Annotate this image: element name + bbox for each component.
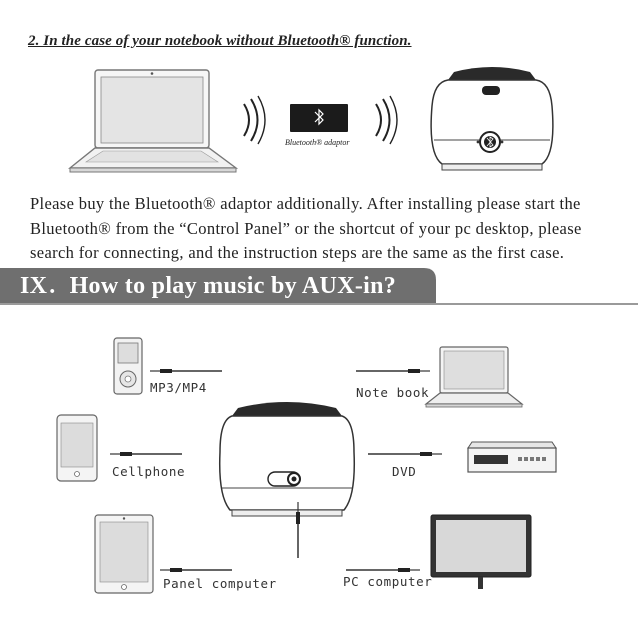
paragraph-line: Bluetooth® from the “Control Panel” or t… [30, 218, 582, 238]
mp3-player-illustration [113, 337, 143, 395]
pc-cable [346, 568, 420, 572]
label-pc: PC computer [343, 574, 433, 589]
laptop-illustration [68, 69, 239, 173]
instruction-paragraph: Please buy the Bluetooth® adaptor additi… [30, 192, 620, 266]
mp3-cable [150, 369, 222, 373]
bluetooth-adaptor [290, 104, 348, 132]
panel-cable [160, 568, 232, 572]
dvd-cable [368, 452, 442, 456]
cellphone-illustration [56, 414, 98, 482]
center-cable [296, 502, 300, 558]
signal-waves-left [243, 95, 266, 145]
section-heading: 2. In the case of your notebook without … [28, 33, 412, 49]
section-number: IX [20, 273, 48, 299]
section-banner [0, 268, 436, 304]
adaptor-label: Bluetooth® adaptor [285, 138, 350, 147]
section-title-text: How to play music by AUX-in? [69, 273, 397, 299]
signal-waves-right [375, 95, 398, 145]
panel-computer-illustration [94, 514, 154, 594]
label-cellphone: Cellphone [112, 464, 186, 479]
notebook-illustration [424, 346, 524, 408]
pc-monitor-illustration [430, 514, 532, 589]
bluetooth-icon [314, 108, 324, 126]
label-panel: Panel computer [163, 576, 277, 591]
section-separator: . [49, 273, 56, 299]
section-title: IX. How to play music by AUX-in? [20, 273, 396, 300]
notebook-cable [356, 369, 430, 373]
label-dvd: DVD [392, 464, 417, 479]
dvd-illustration [467, 441, 557, 473]
section-divider [0, 303, 638, 305]
paragraph-line: Please buy the Bluetooth® adaptor additi… [30, 194, 581, 213]
label-notebook: Note book [356, 385, 430, 400]
aux-port-icon [267, 471, 301, 487]
center-speaker-illustration [218, 402, 356, 517]
label-mp3: MP3/MP4 [150, 380, 207, 395]
paragraph-line: search for connecting, and the instructi… [30, 243, 565, 262]
cellphone-cable [110, 452, 182, 456]
speaker-illustration [430, 67, 554, 171]
